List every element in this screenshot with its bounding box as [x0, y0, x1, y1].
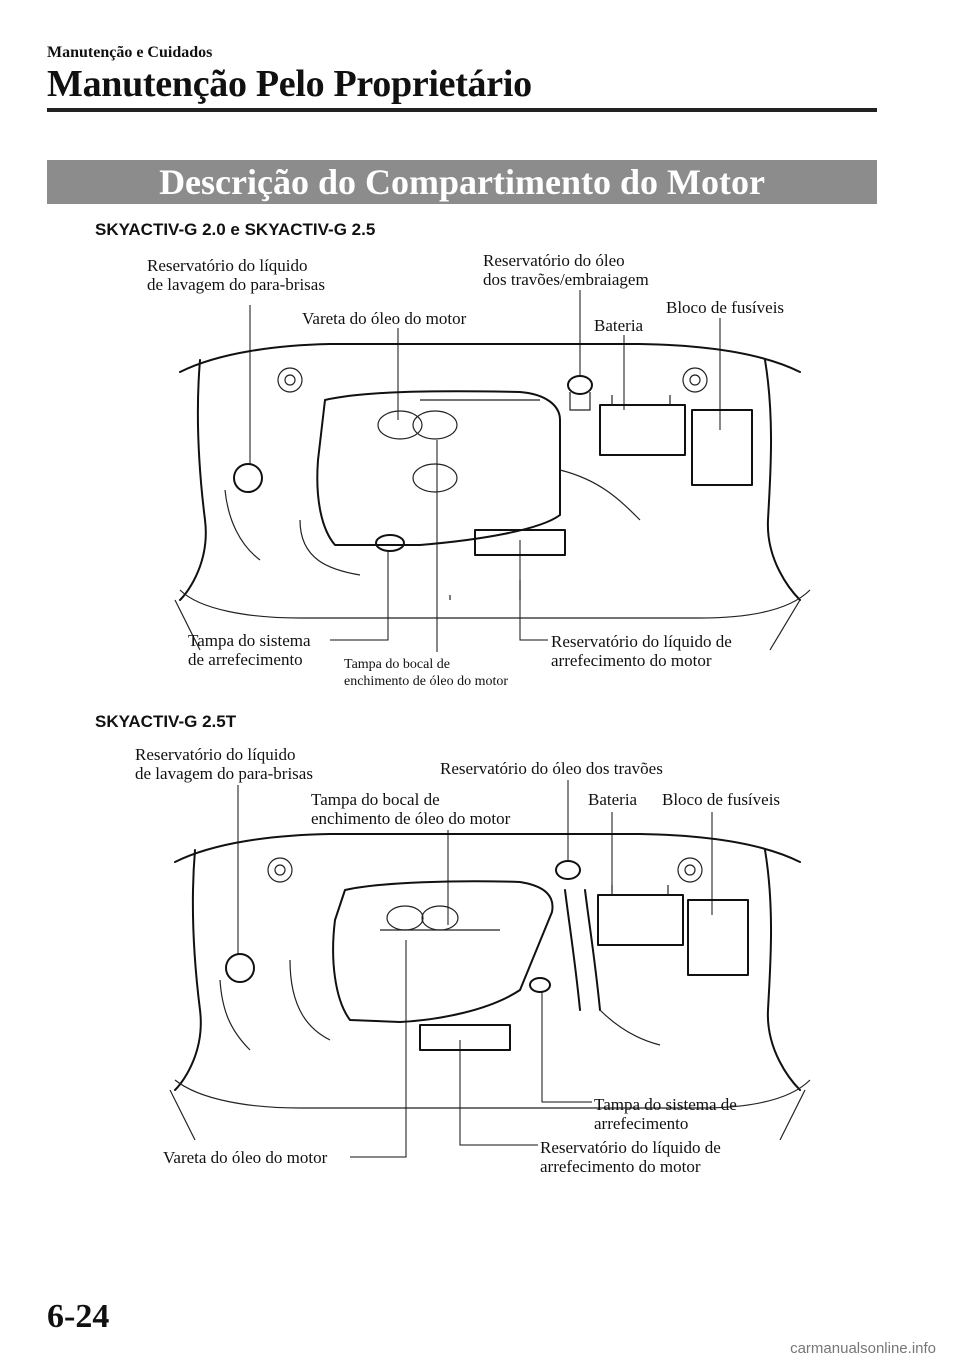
label-dipstick-1: Vareta do óleo do motor — [302, 309, 467, 328]
engine-diagram-2 — [169, 780, 811, 1158]
header-divider — [47, 108, 877, 112]
watermark: carmanualsonline.info — [790, 1340, 936, 1357]
label-washer-reservoir-2: Reservatório do líquido de lavagem do pa… — [135, 745, 313, 783]
section-banner: Descrição do Compartimento do Motor — [47, 160, 877, 204]
page-number: 6-24 — [47, 1298, 110, 1335]
label-oil-filler-cap-1: Tampa do bocal de enchimento de óleo do … — [344, 657, 509, 689]
label-fuse-block-2: Bloco de fusíveis — [662, 790, 781, 809]
label-cooling-cap-2: Tampa do sistema de arrefecimento — [594, 1095, 737, 1133]
label-battery-1: Bateria — [594, 316, 644, 335]
variant-title-2: SKYACTIV-G 2.5T — [95, 712, 237, 731]
label-battery-2: Bateria — [588, 790, 638, 809]
label-coolant-reservoir-1: Reservatório do líquido de arrefecimento… — [551, 632, 732, 670]
section-title: Manutenção e Cuidados — [47, 44, 213, 61]
label-coolant-reservoir-2: Reservatório do líquido de arrefecimento… — [540, 1138, 721, 1176]
engine-diagram-1 — [174, 290, 811, 652]
variant-title-1: SKYACTIV-G 2.0 e SKYACTIV-G 2.5 — [95, 220, 376, 239]
label-dipstick-2: Vareta do óleo do motor — [163, 1148, 328, 1167]
label-washer-reservoir-1: Reservatório do líquido de lavagem do pa… — [147, 256, 325, 294]
label-cooling-cap-1: Tampa do sistema de arrefecimento — [188, 631, 311, 669]
label-brake-reservoir-1: Reservatório do óleo dos travões/embraia… — [483, 251, 649, 289]
page-title: Manutenção Pelo Proprietário — [47, 63, 532, 105]
label-oil-filler-cap-2: Tampa do bocal de enchimento de óleo do … — [311, 790, 511, 828]
label-brake-reservoir-2: Reservatório do óleo dos travões — [440, 759, 663, 778]
label-fuse-block-1: Bloco de fusíveis — [666, 298, 785, 317]
